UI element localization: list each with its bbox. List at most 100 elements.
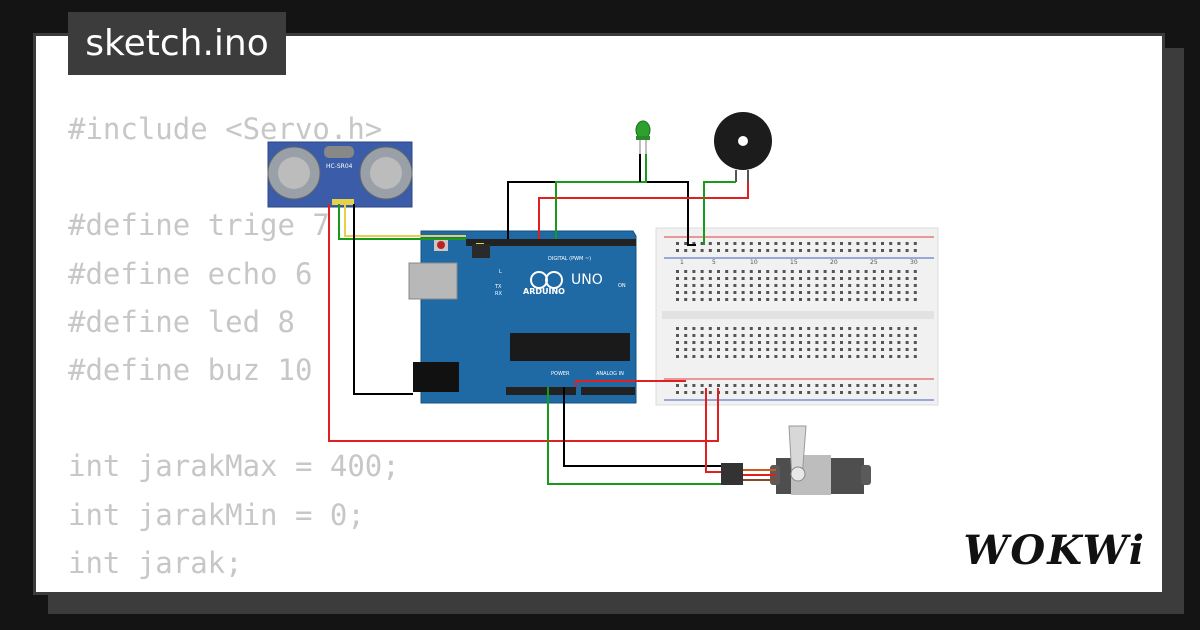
breadboard-hole [831, 341, 835, 344]
breadboard-hole [708, 327, 712, 330]
breadboard[interactable]: 1 5 10 15 20 25 30 [655, 227, 939, 406]
breadboard-hole [684, 348, 688, 351]
breadboard-hole [881, 348, 884, 351]
breadboard-hole [700, 327, 704, 330]
buzzer[interactable] [714, 112, 772, 182]
breadboard-hole [889, 242, 893, 245]
breadboard-hole [872, 391, 876, 394]
breadboard-hole [831, 384, 835, 387]
breadboard-hole [856, 391, 860, 394]
breadboard-hole [741, 341, 745, 344]
breadboard-hole [848, 341, 852, 344]
breadboard-hole [913, 291, 917, 294]
breadboard-hole [864, 284, 868, 287]
breadboard-hole [684, 291, 688, 294]
breadboard-hole [774, 355, 778, 358]
breadboard-hole [758, 391, 761, 394]
breadboard-hole [897, 270, 901, 273]
breadboard-hole [733, 334, 737, 337]
code-line: #define echo 6 [68, 256, 313, 291]
breadboard-hole [840, 348, 843, 351]
breadboard-hole [807, 284, 811, 287]
breadboard-hole [881, 284, 884, 287]
breadboard-hole [692, 348, 696, 351]
breadboard-hole [799, 249, 802, 252]
breadboard-hole [741, 249, 745, 252]
breadboard-hole [733, 391, 737, 394]
breadboard-hole [700, 355, 704, 358]
breadboard-hole [815, 327, 819, 330]
breadboard-hole [864, 391, 868, 394]
breadboard-hole [913, 298, 917, 301]
breadboard-hole [749, 355, 753, 358]
breadboard-hole [774, 277, 778, 280]
breadboard-hole [684, 341, 688, 344]
breadboard-hole [913, 270, 917, 273]
breadboard-hole [758, 242, 761, 245]
wire-ultrasonic-trig [338, 204, 466, 240]
bb-col-25: 25 [870, 259, 878, 266]
breadboard-hole [840, 327, 843, 330]
servo-motor[interactable] [721, 425, 871, 495]
breadboard-hole [881, 334, 884, 337]
breadboard-hole [708, 384, 712, 387]
breadboard-hole [725, 298, 729, 301]
breadboard-hole [840, 341, 843, 344]
wokwi-logo: WOKWi [963, 527, 1146, 574]
breadboard-hole [758, 334, 761, 337]
breadboard-hole [881, 249, 884, 252]
breadboard-hole [864, 277, 868, 280]
arduino-uno[interactable]: UNO ARDUINO DIGITAL (PWM ~) POWER ANALOG… [408, 230, 637, 404]
ultrasonic-sensor[interactable]: HC-SR04 [267, 141, 413, 208]
breadboard-hole [823, 291, 827, 294]
wire-ultrasonic-vcc [328, 204, 719, 442]
breadboard-hole [708, 277, 712, 280]
breadboard-hole [676, 391, 679, 394]
breadboard-hole [848, 270, 852, 273]
breadboard-hole [889, 334, 893, 337]
breadboard-hole [790, 284, 794, 287]
breadboard-hole [905, 384, 909, 387]
breadboard-hole [774, 391, 778, 394]
led[interactable] [635, 120, 651, 154]
breadboard-hole [733, 249, 737, 252]
breadboard-hole [758, 284, 761, 287]
arduino-l-label: L [499, 269, 502, 275]
code-line: int jarakMin = 0; [68, 497, 365, 532]
breadboard-hole [700, 391, 704, 394]
breadboard-hole [831, 334, 835, 337]
wire-servo-signal [547, 387, 721, 485]
breadboard-hole [889, 348, 893, 351]
breadboard-hole [831, 348, 835, 351]
breadboard-hole [889, 270, 893, 273]
breadboard-hole [700, 341, 704, 344]
breadboard-hole [717, 334, 720, 337]
breadboard-hole [823, 334, 827, 337]
breadboard-hole [815, 298, 819, 301]
breadboard-hole [782, 334, 786, 337]
breadboard-hole [897, 284, 901, 287]
breadboard-hole [749, 384, 753, 387]
breadboard-hole [758, 384, 761, 387]
breadboard-hole [790, 277, 794, 280]
breadboard-hole [782, 348, 786, 351]
breadboard-hole [823, 391, 827, 394]
breadboard-hole [856, 298, 860, 301]
breadboard-hole [717, 298, 720, 301]
breadboard-hole [790, 355, 794, 358]
breadboard-hole [708, 391, 712, 394]
breadboard-hole [708, 249, 712, 252]
breadboard-hole [782, 242, 786, 245]
breadboard-hole [708, 341, 712, 344]
breadboard-hole [856, 355, 860, 358]
file-tab[interactable]: sketch.ino [68, 12, 286, 75]
breadboard-hole [840, 277, 843, 280]
breadboard-hole [905, 341, 909, 344]
breadboard-hole [684, 391, 688, 394]
breadboard-hole [725, 242, 729, 245]
breadboard-hole [717, 284, 720, 287]
code-line: #include <Servo.h> [68, 112, 383, 146]
breadboard-hole [717, 277, 720, 280]
breadboard-hole [700, 249, 704, 252]
code-line: #define trige 7 [68, 208, 330, 243]
